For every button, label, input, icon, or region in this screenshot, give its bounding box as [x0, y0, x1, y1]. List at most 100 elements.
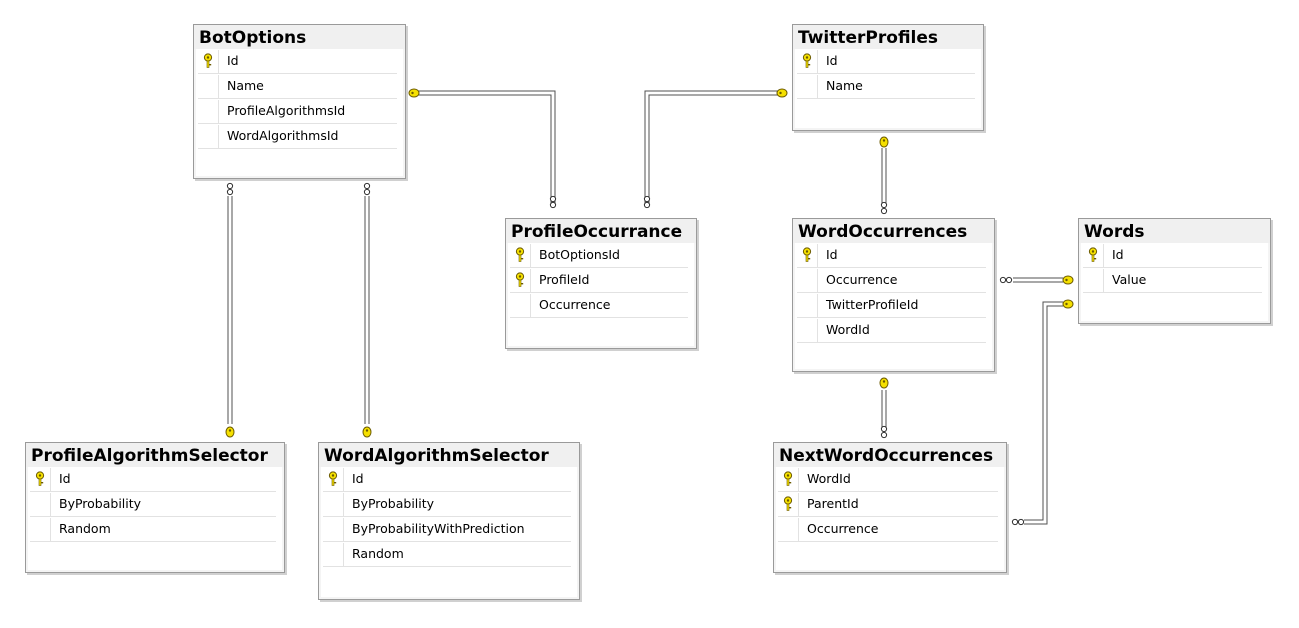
- key-icon: [1062, 299, 1074, 309]
- column-row[interactable]: BotOptionsId: [510, 243, 688, 268]
- column-row[interactable]: WordAlgorithmsId: [198, 124, 397, 149]
- column-row[interactable]: ByProbabilityWithPrediction: [323, 517, 571, 542]
- column-row[interactable]: Id: [1083, 243, 1262, 268]
- key-icon: [408, 88, 420, 98]
- column-name: WordAlgorithmsId: [227, 128, 339, 143]
- key-cell-empty: [797, 318, 818, 342]
- column-row[interactable]: Occurrence: [510, 293, 688, 318]
- column-row[interactable]: ParentId: [778, 492, 998, 517]
- column-name: Random: [59, 521, 111, 536]
- table-title: WordOccurrences: [793, 219, 994, 243]
- column-name: TwitterProfileId: [826, 297, 919, 312]
- key-cell-empty: [797, 268, 818, 292]
- column-name: ParentId: [807, 496, 859, 511]
- table-title: BotOptions: [194, 25, 405, 49]
- key-cell-empty: [1083, 268, 1104, 292]
- infinity-icon: [226, 182, 234, 196]
- column-name: Id: [352, 471, 364, 486]
- column-row[interactable]: Id: [797, 49, 975, 74]
- column-row[interactable]: WordId: [797, 318, 986, 343]
- column-row[interactable]: ByProbability: [30, 492, 276, 517]
- key-cell-empty: [198, 99, 219, 123]
- infinity-icon: [880, 201, 888, 215]
- table-title: Words: [1079, 219, 1270, 243]
- column-row[interactable]: Id: [30, 467, 276, 492]
- column-row[interactable]: TwitterProfileId: [797, 293, 986, 318]
- column-row[interactable]: Name: [198, 74, 397, 99]
- key-cell-empty: [198, 124, 219, 148]
- column-row[interactable]: Occurrence: [797, 268, 986, 293]
- column-name: ByProbability: [59, 496, 142, 511]
- key-icon: [797, 243, 818, 267]
- key-icon: [30, 467, 51, 491]
- column-name: Id: [227, 53, 239, 68]
- column-row[interactable]: ProfileId: [510, 268, 688, 293]
- table-title: WordAlgorithmSelector: [319, 443, 579, 467]
- column-name: ByProbability: [352, 496, 435, 511]
- column-row[interactable]: Id: [323, 467, 571, 492]
- column-row[interactable]: Occurrence: [778, 517, 998, 542]
- column-row[interactable]: Random: [323, 542, 571, 567]
- column-name: BotOptionsId: [539, 247, 620, 262]
- key-icon: [879, 136, 889, 148]
- key-icon: [879, 377, 889, 389]
- rel-twitterprofiles-wordoccurrences: [881, 148, 887, 204]
- table-title: TwitterProfiles: [793, 25, 983, 49]
- column-name: Id: [1112, 247, 1124, 262]
- rel-words-nextwordoccurrences: [1024, 301, 1063, 525]
- column-name: Id: [826, 247, 838, 262]
- key-cell-empty: [30, 492, 51, 516]
- table-title: ProfileAlgorithmSelector: [26, 443, 284, 467]
- column-name: ByProbabilityWithPrediction: [352, 521, 525, 536]
- infinity-icon: [880, 425, 888, 439]
- key-icon: [778, 467, 799, 491]
- column-name: WordId: [807, 471, 851, 486]
- column-name: Random: [352, 546, 404, 561]
- key-icon: [797, 49, 818, 73]
- column-row[interactable]: Random: [30, 517, 276, 542]
- column-name: Occurrence: [826, 272, 898, 287]
- column-row[interactable]: ByProbability: [323, 492, 571, 517]
- key-icon: [776, 88, 788, 98]
- column-row[interactable]: Value: [1083, 268, 1262, 293]
- key-cell-empty: [778, 517, 799, 541]
- column-row[interactable]: WordId: [778, 467, 998, 492]
- column-name: Occurrence: [539, 297, 611, 312]
- rel-words-wordoccurrences: [1013, 277, 1063, 283]
- rel-wordoccurrences-nextwordoccurrences: [881, 390, 887, 427]
- column-row[interactable]: Id: [797, 243, 986, 268]
- column-row[interactable]: ProfileAlgorithmsId: [198, 99, 397, 124]
- key-cell-empty: [323, 542, 344, 566]
- table-title: NextWordOccurrences: [774, 443, 1006, 467]
- key-icon: [198, 49, 219, 73]
- infinity-icon: [999, 276, 1013, 284]
- column-name: ProfileId: [539, 272, 590, 287]
- rel-botoptions-wordalgorithmselector: [364, 196, 370, 424]
- column-name: Occurrence: [807, 521, 879, 536]
- column-row[interactable]: Id: [198, 49, 397, 74]
- column-name: ProfileAlgorithmsId: [227, 103, 346, 118]
- key-icon: [510, 268, 531, 292]
- column-name: Id: [59, 471, 71, 486]
- column-name: WordId: [826, 322, 870, 337]
- key-cell-empty: [797, 74, 818, 98]
- key-cell-empty: [323, 517, 344, 541]
- column-name: Name: [826, 78, 863, 93]
- rel-twitterprofiles-profileoccurrance: [644, 90, 778, 206]
- column-row[interactable]: Name: [797, 74, 975, 99]
- key-icon: [225, 426, 235, 438]
